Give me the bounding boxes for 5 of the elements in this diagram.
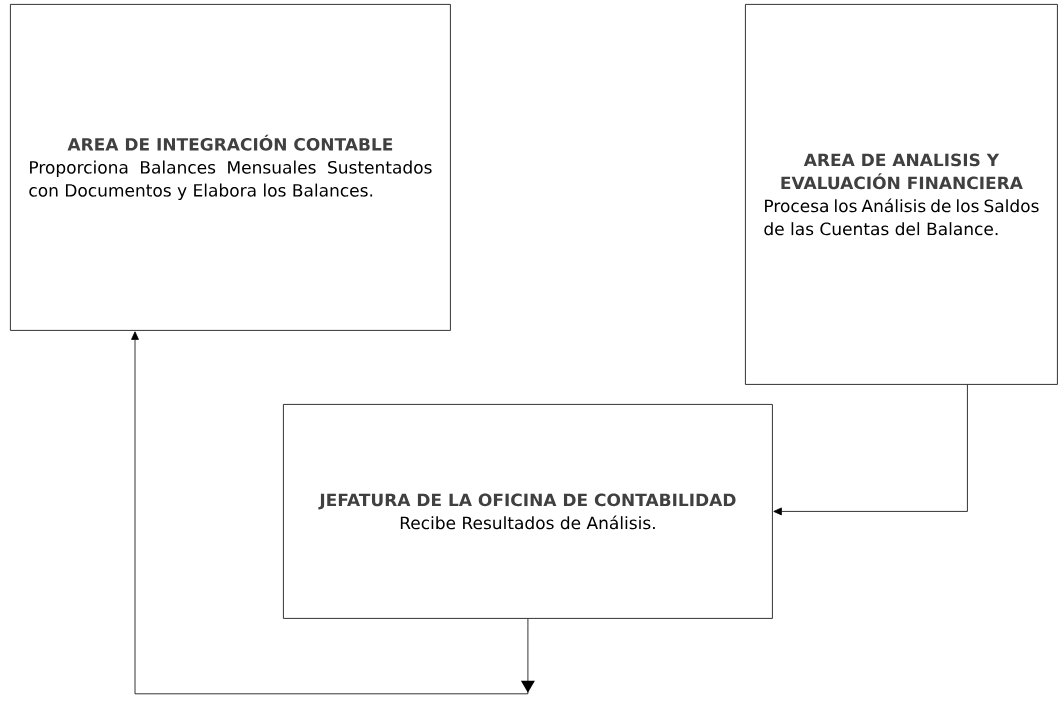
process-box: AREA DE INTEGRACIÓN CONTABLE Proporciona Balances Mensuales Sustentados con Documentos y Elabora los Balances. xyxy=(10,4,451,331)
process-box: JEFATURA DE LA OFICINA DE CONTABILIDAD Recibe Resultados de Análisis. xyxy=(283,404,773,619)
arrow xyxy=(131,331,535,695)
process-box: AREA DE ANALISIS Y EVALUACIÓN FINANCIERA Procesa los Análisis de los Saldos de las Cuentas del Balance. xyxy=(745,4,1058,385)
arrow xyxy=(773,384,968,516)
